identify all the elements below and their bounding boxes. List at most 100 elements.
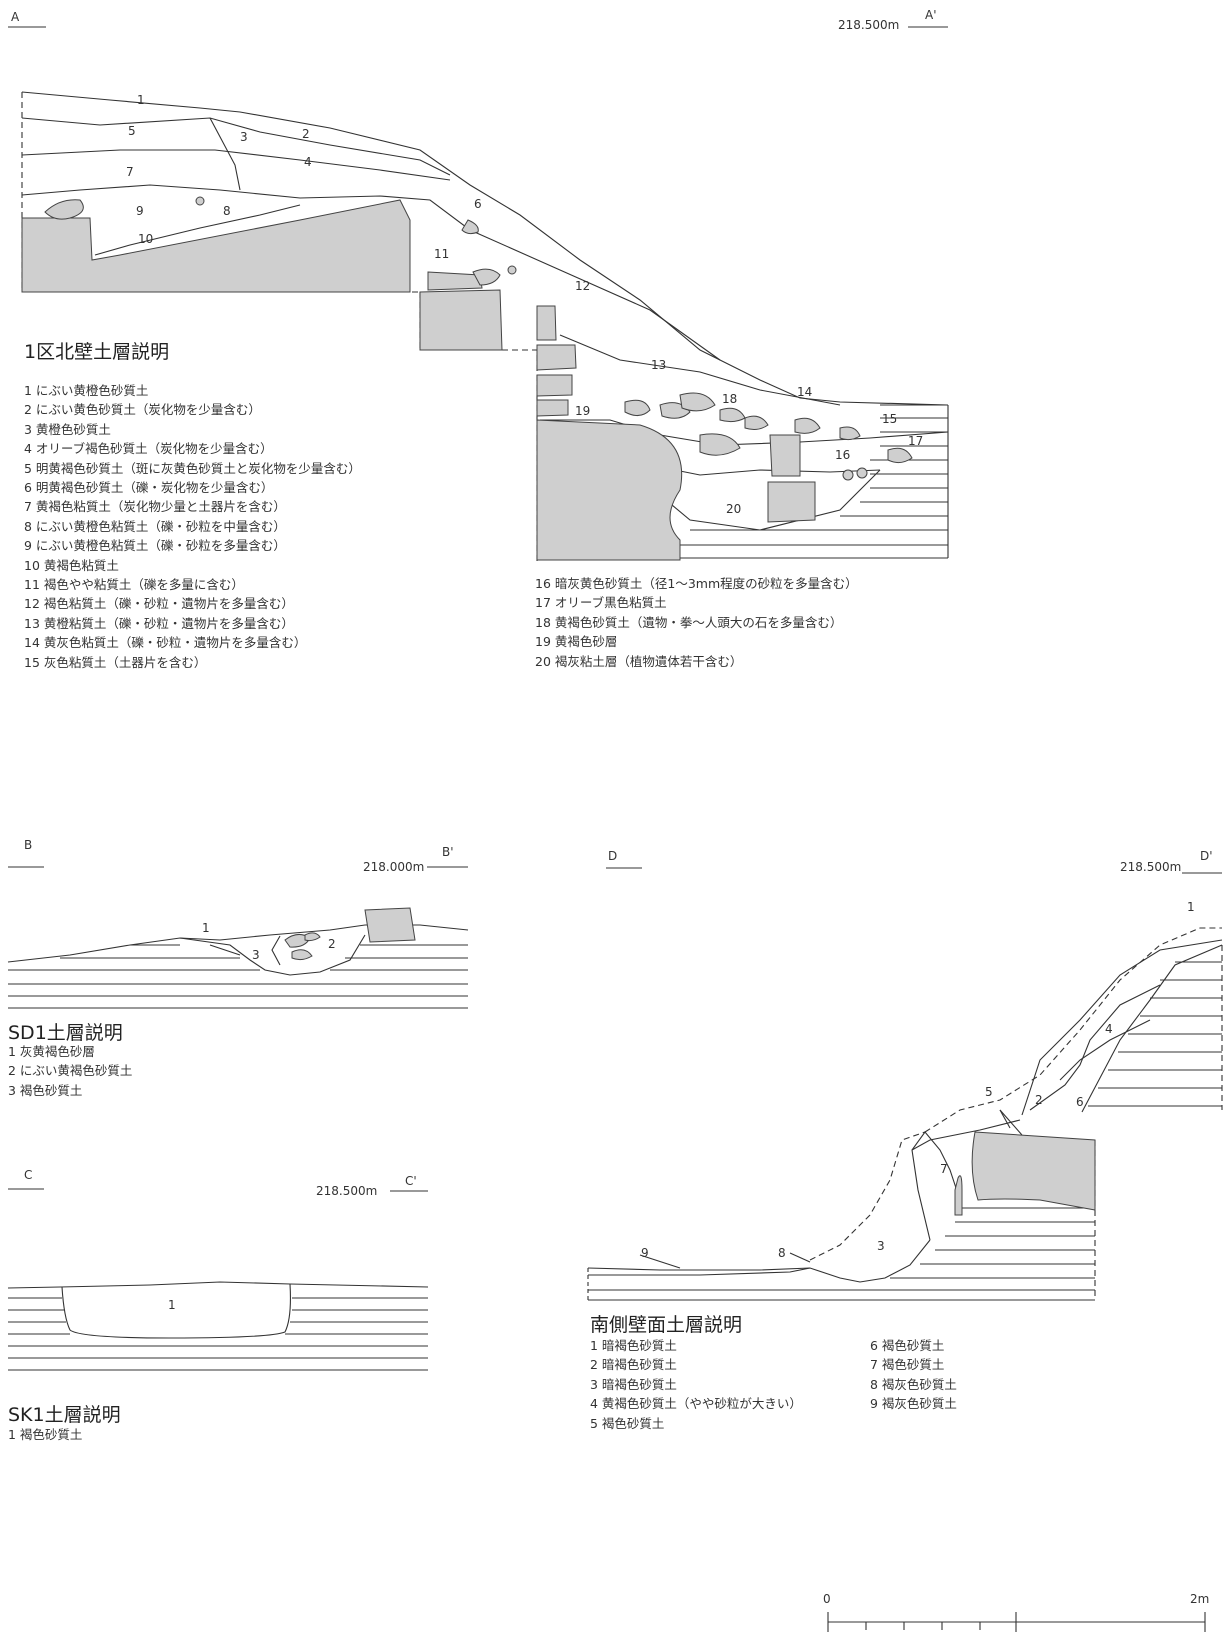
section-a-pebble — [507, 265, 517, 275]
section-c-surface — [7, 1281, 429, 1289]
section-d-boundary — [1059, 1019, 1151, 1081]
section-d-stones — [954, 1131, 1096, 1216]
section-a-layer-number: 8 — [223, 204, 231, 218]
section-a-layer-number: 13 — [651, 358, 667, 372]
section-d-bedrock-top — [1081, 944, 1223, 1113]
section-a-layer-number: 7 — [126, 165, 134, 179]
legend-item: 2 暗褐色砂質土 — [590, 1357, 677, 1373]
legend-item: 5 褐色砂質土 — [590, 1415, 665, 1431]
section-a-pebble — [195, 196, 205, 206]
section-a-legend-right: 16 暗灰黄色砂質土（径1～3mm程度の砂粒を多量含む） 17 オリーブ黒色粘質… — [535, 574, 858, 671]
section-a-layer-number: 1 — [137, 93, 145, 107]
section-d-title: 南側壁面土層説明 — [590, 1314, 743, 1336]
section-c-layer-number: 1 — [168, 1298, 176, 1312]
section-d-stone — [954, 1175, 963, 1216]
section-b-stone — [364, 907, 416, 943]
legend-item: 8 褐灰色砂質土 — [870, 1376, 957, 1392]
section-a-layer-number: 11 — [434, 247, 450, 261]
section-a-stone — [769, 434, 801, 477]
section-a-layer-number: 6 — [474, 197, 482, 211]
legend-item: 9 褐灰色砂質土 — [870, 1396, 957, 1412]
section-a-stone — [536, 305, 557, 341]
section-d-drawing — [587, 867, 1223, 1301]
legend-item: 13 黄橙粘質土（礫・砂粒・遺物片を多量含む） — [24, 615, 294, 631]
section-a-layer-number: 14 — [797, 385, 813, 399]
legend-item: 3 褐色砂質土 — [8, 1082, 83, 1098]
section-a-label-right: A' — [925, 8, 937, 22]
section-a-boundary-2 — [21, 149, 451, 181]
section-d-layer-number: 9 — [641, 1246, 649, 1260]
legend-item: 19 黄褐色砂層 — [535, 634, 618, 650]
section-c-legend: 1 褐色砂質土 — [8, 1425, 82, 1444]
section-a-layer-number: 12 — [575, 279, 591, 293]
section-b-stones — [284, 907, 416, 961]
legend-item: 16 暗灰黄色砂質土（径1～3mm程度の砂粒を多量含む） — [535, 576, 858, 591]
legend-item: 9 にぶい黄橙色粘質土（礫・砂粒を多量含む） — [24, 538, 286, 554]
legend-item: 1 褐色砂質土 — [8, 1427, 83, 1442]
legend-item: 3 暗褐色砂質土 — [590, 1376, 677, 1392]
legend-item: 6 明黄褐色砂質土（礫・炭化物を少量含む） — [24, 480, 274, 496]
section-a-pebble — [856, 467, 868, 479]
section-b-drawing — [7, 866, 469, 1009]
section-b-layer-number: 2 — [328, 937, 336, 951]
section-a-layer-number: 18 — [722, 392, 738, 406]
section-d-leader — [999, 1109, 1011, 1129]
section-d-label-left: D — [608, 849, 618, 863]
section-a-layer-number: 3 — [240, 130, 248, 144]
section-b-boundary — [209, 944, 241, 956]
section-d-stone — [971, 1131, 1096, 1211]
legend-item: 1 暗褐色砂質土 — [590, 1338, 677, 1353]
section-d-ground — [587, 1239, 931, 1283]
section-a-stone — [719, 407, 746, 423]
section-d-boundary — [1029, 984, 1161, 1111]
section-a-title: 1区北壁土層説明 — [24, 341, 170, 363]
section-a-bedrock-stone — [21, 199, 411, 293]
section-b-ditch — [179, 934, 366, 976]
section-d-layer-number: 2 — [1035, 1093, 1043, 1107]
section-a-stones — [21, 196, 913, 561]
section-b-title: SD1土層説明 — [8, 1022, 123, 1044]
legend-item: 10 黄褐色粘質土 — [24, 557, 119, 573]
legend-item: 4 オリーブ褐色砂質土（炭化物を少量含む） — [24, 441, 273, 457]
section-d-layer-number: 7 — [940, 1162, 948, 1176]
legend-item: 11 褐色やや粘質土（礫を多量に含む） — [24, 577, 244, 593]
section-b-layer-number: 3 — [252, 948, 260, 962]
section-a-layer-number: 19 — [575, 404, 591, 418]
section-a-pebble — [842, 469, 854, 481]
section-a-ground-surface — [21, 91, 949, 406]
legend-item: 7 褐色砂質土 — [870, 1357, 945, 1373]
section-d-boundary — [1021, 939, 1223, 1116]
section-a-elevation: 218.500m — [838, 18, 900, 32]
section-a-layer-number: 4 — [304, 155, 312, 169]
section-c-drawing — [7, 1188, 429, 1371]
legend-item: 5 明黄褐色砂質土（斑に灰黄色砂質土と炭化物を少量含む） — [24, 460, 361, 476]
section-c-title: SK1土層説明 — [8, 1404, 121, 1426]
section-b-legend: 1 灰黄褐色砂層 2 にぶい黄褐色砂質土 3 褐色砂質土 — [8, 1042, 132, 1100]
section-a-layer-number: 9 — [136, 204, 144, 218]
section-d-layer-number: 4 — [1105, 1022, 1113, 1036]
section-d-layer-number: 6 — [1076, 1095, 1084, 1109]
section-a-boundary-6 — [559, 334, 841, 406]
section-a-stone — [536, 399, 569, 417]
scale-bar — [827, 1612, 1206, 1632]
section-d-elevation: 218.500m — [1120, 860, 1182, 874]
section-a-layer-number: 17 — [908, 434, 924, 448]
section-b-stone — [291, 949, 313, 961]
section-a-boundary-5 — [94, 204, 301, 256]
legend-item: 14 黄灰色粘質土（礫・砂粒・遺物片を多量含む） — [24, 635, 307, 651]
section-c-elevation: 218.500m — [316, 1184, 378, 1198]
section-d-layer-number: 5 — [985, 1085, 993, 1099]
section-d-boundary — [999, 1109, 1023, 1136]
section-b-label-left: B — [24, 838, 33, 852]
legend-item: 4 黄褐色砂質土（やや砂粒が大きい） — [590, 1396, 802, 1412]
legend-item: 3 黄橙色砂質土 — [24, 421, 111, 437]
section-d-layer-number: 3 — [877, 1239, 885, 1253]
section-a-stone — [699, 433, 741, 456]
legend-item: 17 オリーブ黒色粘質土 — [535, 595, 667, 611]
section-a-stone — [536, 374, 573, 397]
section-d-legend-right: 6 褐色砂質土 7 褐色砂質土 8 褐灰色砂質土 9 褐灰色砂質土 — [870, 1336, 957, 1414]
legend-item: 20 褐灰粘土層（植物遺体若干含む） — [535, 653, 743, 669]
section-c-bedrock-hatching — [8, 1297, 428, 1371]
section-d-legend-left: 1 暗褐色砂質土 2 暗褐色砂質土 3 暗褐色砂質土 4 黄褐色砂質土（やや砂粒… — [590, 1336, 802, 1433]
section-c-label-left: C — [24, 1168, 33, 1182]
